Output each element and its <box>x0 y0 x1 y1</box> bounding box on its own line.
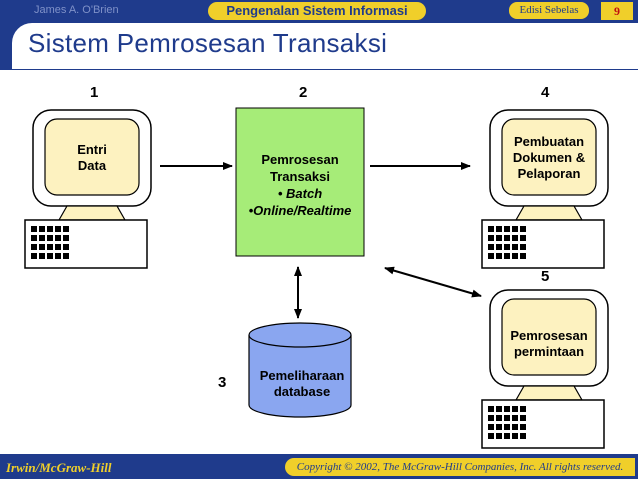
slide-title: Sistem Pemrosesan Transaksi <box>28 28 388 58</box>
entry-line-1: Entri <box>77 142 107 157</box>
database-line-2: database <box>273 384 331 399</box>
title-panel <box>12 23 638 69</box>
processing-box <box>235 107 365 257</box>
processing-bullet-online: •Online/Realtime <box>248 203 352 218</box>
processing-bullet-batch: • Batch <box>277 186 323 201</box>
inquiry-line-1: Pemrosesan <box>510 328 588 343</box>
step-number-3: 3 <box>218 374 227 391</box>
entry-line-2: Data <box>77 158 107 173</box>
output-line-3: Pelaporan <box>517 166 581 181</box>
output-terminal-label: Pembuatan Dokumen & Pelaporan <box>502 134 596 182</box>
page-number: 9 <box>601 2 633 20</box>
edition-label: Edisi Sebelas <box>509 2 589 19</box>
copyright-notice: Copyright © 2002, The McGraw-Hill Compan… <box>285 458 635 476</box>
course-title: Pengenalan Sistem Informasi <box>208 2 426 20</box>
entry-terminal <box>24 109 152 269</box>
processing-label: Pemrosesan Transaksi • Batch •Online/Rea… <box>236 151 364 219</box>
author-label: James A. O'Brien <box>34 4 119 16</box>
publisher-label: Irwin/McGraw-Hill <box>6 460 112 475</box>
database-cylinder <box>248 322 352 418</box>
step-number-5: 5 <box>541 268 550 285</box>
arrow-process-inquiry <box>384 266 482 298</box>
inquiry-terminal-label: Pemrosesan permintaan <box>502 328 596 360</box>
processing-line-2: Transaksi <box>270 169 330 184</box>
inquiry-line-2: permintaan <box>513 344 585 359</box>
database-line-1: Pemeliharaan <box>259 368 345 383</box>
step-number-1: 1 <box>90 84 99 101</box>
output-line-1: Pembuatan <box>513 134 585 149</box>
output-line-2: Dokumen & <box>512 150 586 165</box>
processing-line-1: Pemrosesan <box>261 152 339 167</box>
step-number-2: 2 <box>299 84 308 101</box>
step-number-4: 4 <box>541 84 550 101</box>
entry-terminal-label: Entri Data <box>50 142 134 174</box>
database-label: Pemeliharaan database <box>246 368 358 400</box>
inquiry-terminal <box>481 289 609 449</box>
